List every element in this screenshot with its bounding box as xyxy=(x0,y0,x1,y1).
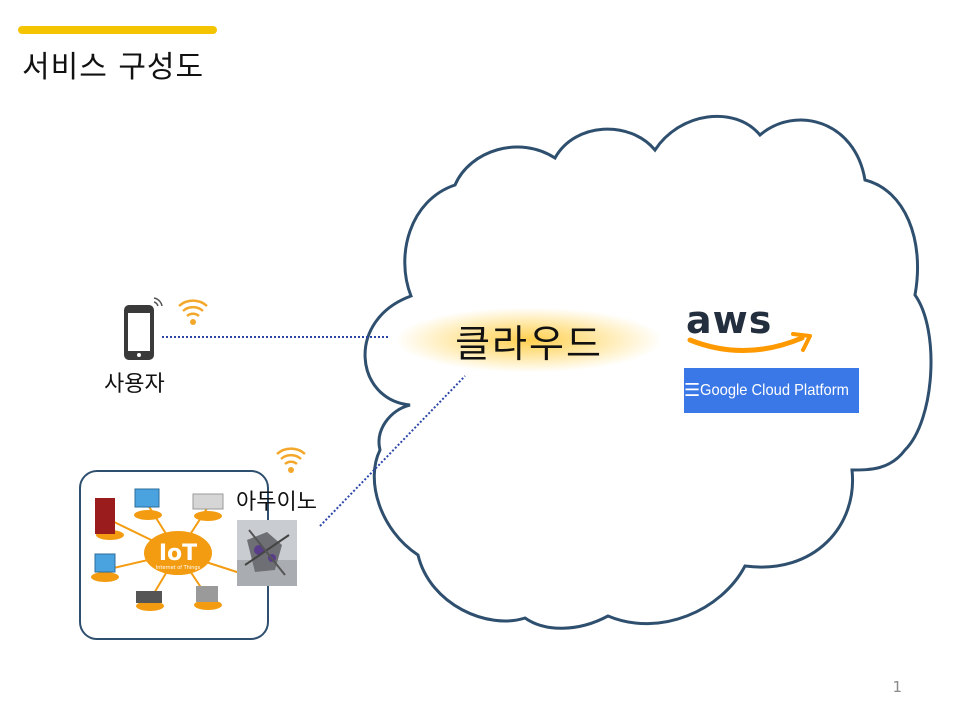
user-label: 사용자 xyxy=(104,372,165,397)
iot-hub-subtext: Internet of Things xyxy=(156,565,201,571)
iot-hub-text: IoT xyxy=(159,541,197,566)
cloud-shape xyxy=(363,114,933,630)
iot-network-icon xyxy=(91,488,241,611)
title-accent-bar xyxy=(18,26,217,34)
wifi-icon xyxy=(178,299,208,325)
gcp-logo: ☰ Google Cloud Platform xyxy=(684,368,859,413)
wifi-icon xyxy=(276,447,306,473)
arduino-cloud-connector xyxy=(319,375,466,527)
arduino-photo xyxy=(237,520,297,586)
menu-icon: ☰ xyxy=(684,380,701,401)
aws-smile-arrow xyxy=(687,332,812,353)
slide-title: 서비스 구성도 xyxy=(22,50,205,85)
arduino-label: 아두이노 xyxy=(236,490,317,515)
page-number: 1 xyxy=(892,678,902,696)
smartphone-icon xyxy=(124,297,163,360)
cloud-label: 클라우드 xyxy=(398,308,660,372)
aws-logo-text: aws xyxy=(686,298,773,342)
gcp-logo-text: Google Cloud Platform xyxy=(700,381,850,399)
